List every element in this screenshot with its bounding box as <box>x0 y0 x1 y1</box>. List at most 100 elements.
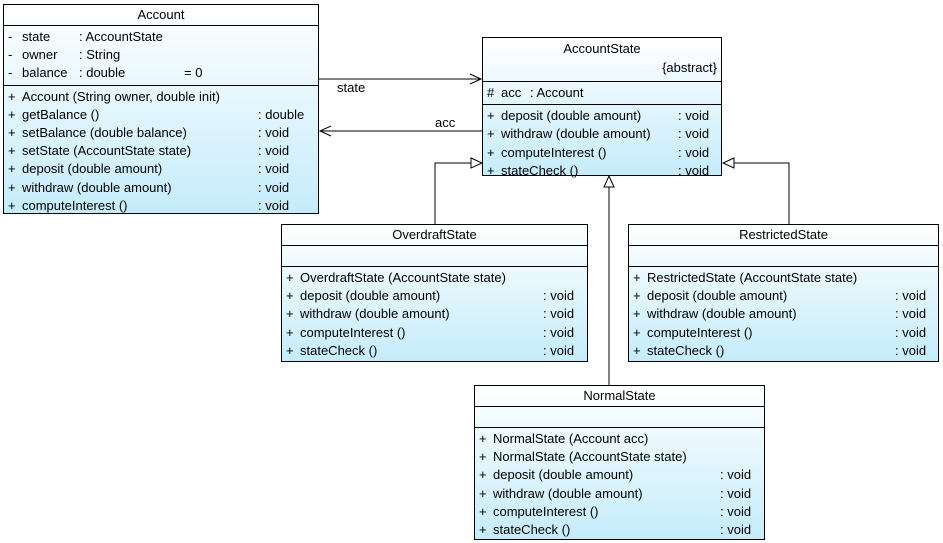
member-type: : Account <box>530 85 584 100</box>
generalization-normal-arrowhead <box>603 174 615 188</box>
class-normal-state[interactable]: NormalState +NormalState (Account acc)+N… <box>474 385 765 540</box>
member-visibility: + <box>479 521 487 537</box>
member-name: stateCheck () <box>300 342 378 358</box>
member-type: : void <box>543 342 575 358</box>
member-row: + OverdraftState (AccountState state) <box>282 269 587 287</box>
member-name: state <box>22 29 51 44</box>
generalization-restricted-line <box>733 162 790 224</box>
member-type: : void <box>895 306 927 322</box>
member-name: stateCheck () <box>493 521 571 537</box>
member-row: -balance: double= 0 <box>4 64 318 82</box>
member-name: withdraw (double amount) <box>647 306 797 322</box>
member-type: : void <box>543 288 575 304</box>
class-restricted-state[interactable]: RestrictedState + RestrictedState (Accoun… <box>628 224 939 362</box>
member-name: NormalState (AccountState state) <box>493 449 687 465</box>
member-row: +stateCheck (): void <box>475 521 764 539</box>
member-type: : double <box>79 65 126 81</box>
member-name: OverdraftState (AccountState state) <box>300 270 506 285</box>
member-name: RestrictedState (AccountState state) <box>647 270 858 285</box>
operation-compartment: +OverdraftState (AccountState state)+dep… <box>282 267 587 362</box>
association-state-label: state <box>337 80 366 95</box>
member-type: : void <box>258 179 290 195</box>
class-account[interactable]: Account -state: AccountState-owner: Stri… <box>3 4 319 214</box>
member-row: +withdraw (double amount): void <box>483 125 721 143</box>
member-name: stateCheck () <box>501 162 579 178</box>
member-name: NormalState (Account acc) <box>493 431 649 446</box>
class-title: OverdraftState <box>282 225 587 246</box>
member-name: getBalance () <box>22 106 100 122</box>
member-row: +stateCheck (): void <box>483 162 721 180</box>
member-row: + NormalState (AccountState state) <box>475 448 764 466</box>
member-name: stateCheck () <box>647 342 725 358</box>
member-name: computeInterest () <box>300 324 406 340</box>
member-visibility: + <box>633 270 641 285</box>
member-row: + withdraw (double amount) : void <box>629 305 938 323</box>
member-visibility: + <box>633 306 641 322</box>
member-row: +deposit (double amount): void <box>483 107 721 125</box>
class-account-state[interactable]: AccountState {abstract} # acc : Account +d… <box>482 37 722 178</box>
generalization-overdraft-arrowhead <box>470 157 484 169</box>
member-visibility: # <box>487 85 495 100</box>
member-name: deposit (double amount) <box>493 467 634 483</box>
member-name: withdraw (double amount) <box>493 485 643 501</box>
attribute-compartment <box>475 407 764 428</box>
operation-compartment: + NormalState (Account acc) + NormalState (… <box>475 428 764 541</box>
member-visibility: + <box>487 144 495 160</box>
member-row: +computeInterest (): void <box>475 503 764 521</box>
member-name: acc <box>501 85 522 100</box>
member-visibility: + <box>286 288 294 304</box>
member-name: withdraw (double amount) <box>300 306 450 322</box>
member-visibility: + <box>479 431 487 446</box>
member-type: : void <box>678 144 710 160</box>
class-stereotype: {abstract} <box>662 60 717 75</box>
member-visibility: + <box>286 306 294 322</box>
member-type: : void <box>678 108 710 124</box>
attribute-compartment <box>629 246 938 267</box>
member-type: : void <box>678 162 710 178</box>
member-row: +setBalance (double balance): void <box>4 124 318 142</box>
association-acc-label: acc <box>435 115 456 130</box>
member-visibility: + <box>487 108 495 124</box>
member-type: : void <box>678 126 710 142</box>
member-type: : void <box>895 288 927 304</box>
member-name: withdraw (double amount) <box>22 179 172 195</box>
member-type: : void <box>720 467 752 483</box>
member-row: +deposit (double amount): void <box>475 466 764 484</box>
member-visibility: + <box>479 449 487 465</box>
member-name: computeInterest () <box>22 197 128 213</box>
class-title: RestrictedState <box>629 225 938 246</box>
operation-compartment: +RestrictedState (AccountState state)+de… <box>629 267 938 362</box>
generalization-restricted-arrowhead <box>721 157 735 169</box>
member-row: +withdraw (double amount): void <box>475 485 764 503</box>
member-type: : void <box>258 143 290 159</box>
member-type: : void <box>258 197 290 213</box>
member-row: -state: AccountState <box>4 28 318 46</box>
member-name: computeInterest () <box>493 503 599 519</box>
class-overdraft-state[interactable]: OverdraftState + OverdraftState (AccountS… <box>281 224 588 362</box>
member-row: + NormalState (Account acc) <box>475 430 764 448</box>
class-title-compartment: AccountState {abstract} <box>483 38 721 82</box>
member-visibility: - <box>8 47 13 63</box>
member-row: + stateCheck () : void <box>282 342 587 360</box>
member-visibility: + <box>286 270 294 285</box>
attribute-compartment: # acc : Account <box>483 82 721 106</box>
member-row: +getBalance (): double <box>4 106 318 124</box>
attribute-compartment: -state: AccountState-owner: String-balan… <box>4 26 318 86</box>
member-row: +stateCheck (): void <box>629 342 938 360</box>
member-type: : void <box>720 485 752 501</box>
member-type: : String <box>79 47 121 63</box>
generalization-overdraft-line <box>434 162 472 224</box>
member-visibility: + <box>8 143 16 159</box>
member-visibility: + <box>286 342 294 358</box>
member-name: deposit (double amount) <box>22 161 163 177</box>
member-name: setBalance (double balance) <box>22 124 187 140</box>
member-row: +withdraw (double amount): void <box>282 305 587 323</box>
member-visibility: + <box>487 126 495 142</box>
member-name: computeInterest () <box>501 144 607 160</box>
member-visibility: - <box>8 29 13 44</box>
member-name: owner <box>22 47 58 63</box>
member-row: # acc : Account <box>483 84 721 102</box>
member-visibility: + <box>8 161 16 177</box>
member-visibility: - <box>8 65 13 81</box>
